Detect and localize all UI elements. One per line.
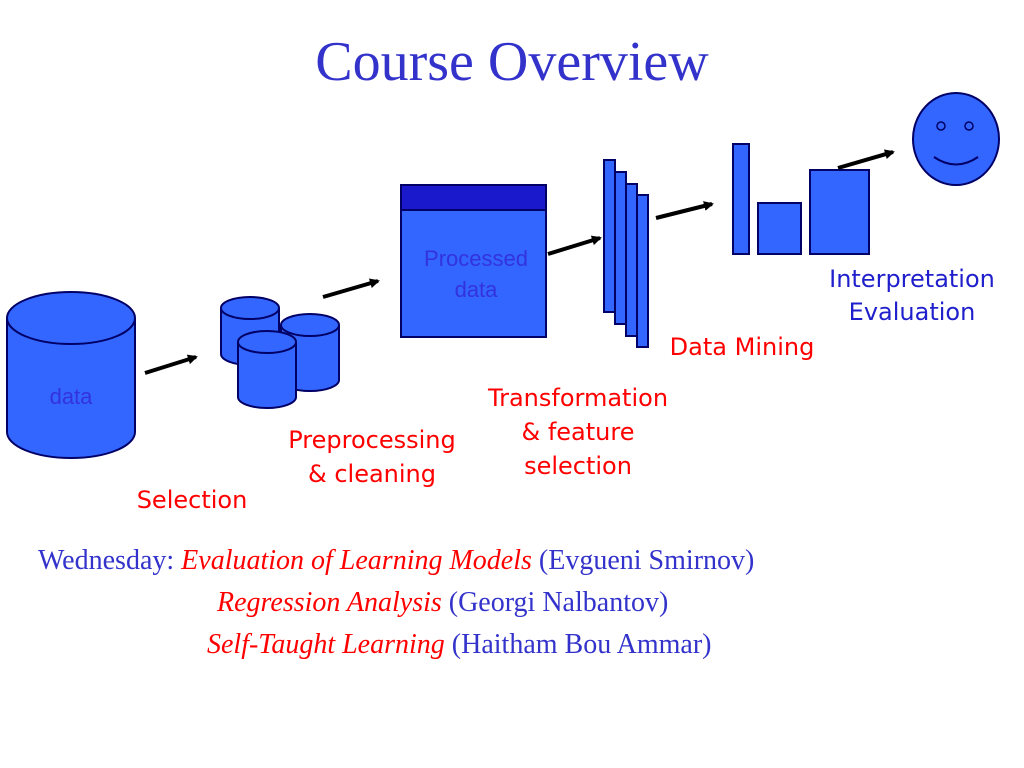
- smiley-face-icon: [912, 92, 1000, 186]
- schedule-speaker: (Georgi Nalbantov): [448, 587, 669, 618]
- selected-data-cylinders: [220, 296, 340, 409]
- slide-title: Course Overview: [315, 31, 709, 93]
- processed-data-header: [400, 184, 547, 211]
- processed-data-label-2: data: [455, 277, 499, 302]
- stage-label-interpretation-2: Evaluation: [849, 298, 976, 326]
- schedule-topic: Evaluation of Learning Models: [181, 545, 532, 576]
- stage-label-transformation-2: & feature: [522, 418, 635, 446]
- schedule-line-2: Regression Analysis (Georgi Nalbantov): [217, 587, 668, 619]
- arrow-preprocessing: [322, 278, 380, 299]
- small-cylinder-front: [237, 330, 297, 409]
- schedule-speaker: (Haitham Bou Ammar): [451, 629, 712, 660]
- processed-data-label-1: Processed: [424, 246, 528, 271]
- stage-label-transformation-1: Transformation: [487, 384, 668, 412]
- stage-label-selection: Selection: [137, 486, 248, 514]
- arrow-transformation: [547, 235, 602, 256]
- transformed-data-panels: [603, 159, 649, 348]
- processed-data-box: Processed data: [400, 184, 547, 338]
- schedule-day-label: Wednesday:: [38, 545, 175, 576]
- arrow-data-mining: [655, 201, 714, 220]
- stage-label-preprocessing-1: Preprocessing: [288, 426, 456, 454]
- schedule-topic: Regression Analysis: [217, 587, 442, 618]
- stage-label-interpretation-1: Interpretation: [829, 265, 995, 293]
- schedule-line-3: Self-Taught Learning (Haitham Bou Ammar): [207, 629, 712, 661]
- patterns-bars: [732, 143, 870, 255]
- stage-label-data-mining: Data Mining: [670, 333, 815, 361]
- stage-label-preprocessing-2: & cleaning: [308, 460, 436, 488]
- schedule-line-1: Wednesday: Evaluation of Learning Models…: [38, 545, 754, 577]
- stage-label-transformation-3: selection: [524, 452, 632, 480]
- data-cylinder: data: [6, 291, 136, 459]
- schedule-speaker: (Evgueni Smirnov): [538, 545, 755, 576]
- schedule-topic: Self-Taught Learning: [207, 629, 445, 660]
- arrow-interpretation: [837, 149, 895, 170]
- data-cylinder-label: data: [50, 384, 94, 409]
- arrow-selection: [144, 354, 198, 375]
